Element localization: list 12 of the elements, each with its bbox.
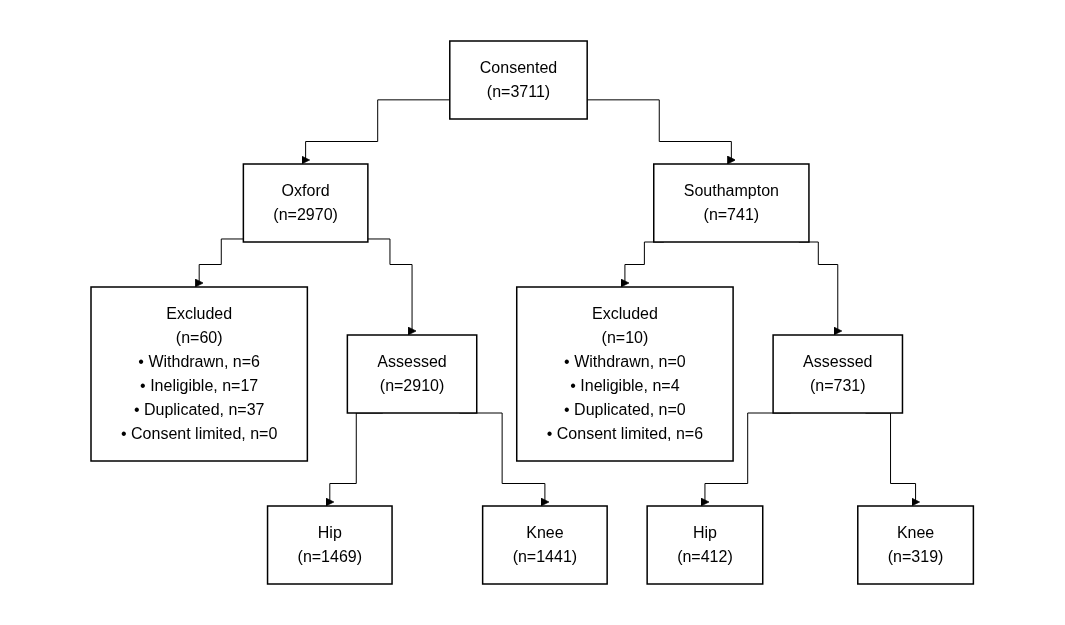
node-box: Oxford (n=2970) (242, 163, 369, 243)
node-box: Assessed (n=731) (772, 334, 904, 414)
node-box: Southampton (n=741) (653, 163, 810, 243)
arrow (301, 99, 451, 165)
node-box: Excluded (n=10) • Withdrawn, n=0 • Ineligible, n=4 • Duplicated, n=0 • Consent limited, n=6 (516, 286, 735, 462)
node-box: Knee (n=319) (857, 505, 975, 585)
node-box: Excluded (n=60) • Withdrawn, n=6 • Ineligible, n=17 • Duplicated, n=37 • Consent limited, n=0 (90, 286, 309, 462)
node-box: Assessed (n=2910) (346, 334, 478, 414)
node-box: Consented (n=3711) (449, 40, 589, 120)
node-box: Hip (n=1469) (267, 505, 394, 585)
node-box: Knee (n=1441) (482, 505, 609, 585)
node-box: Hip (n=412) (646, 505, 764, 585)
